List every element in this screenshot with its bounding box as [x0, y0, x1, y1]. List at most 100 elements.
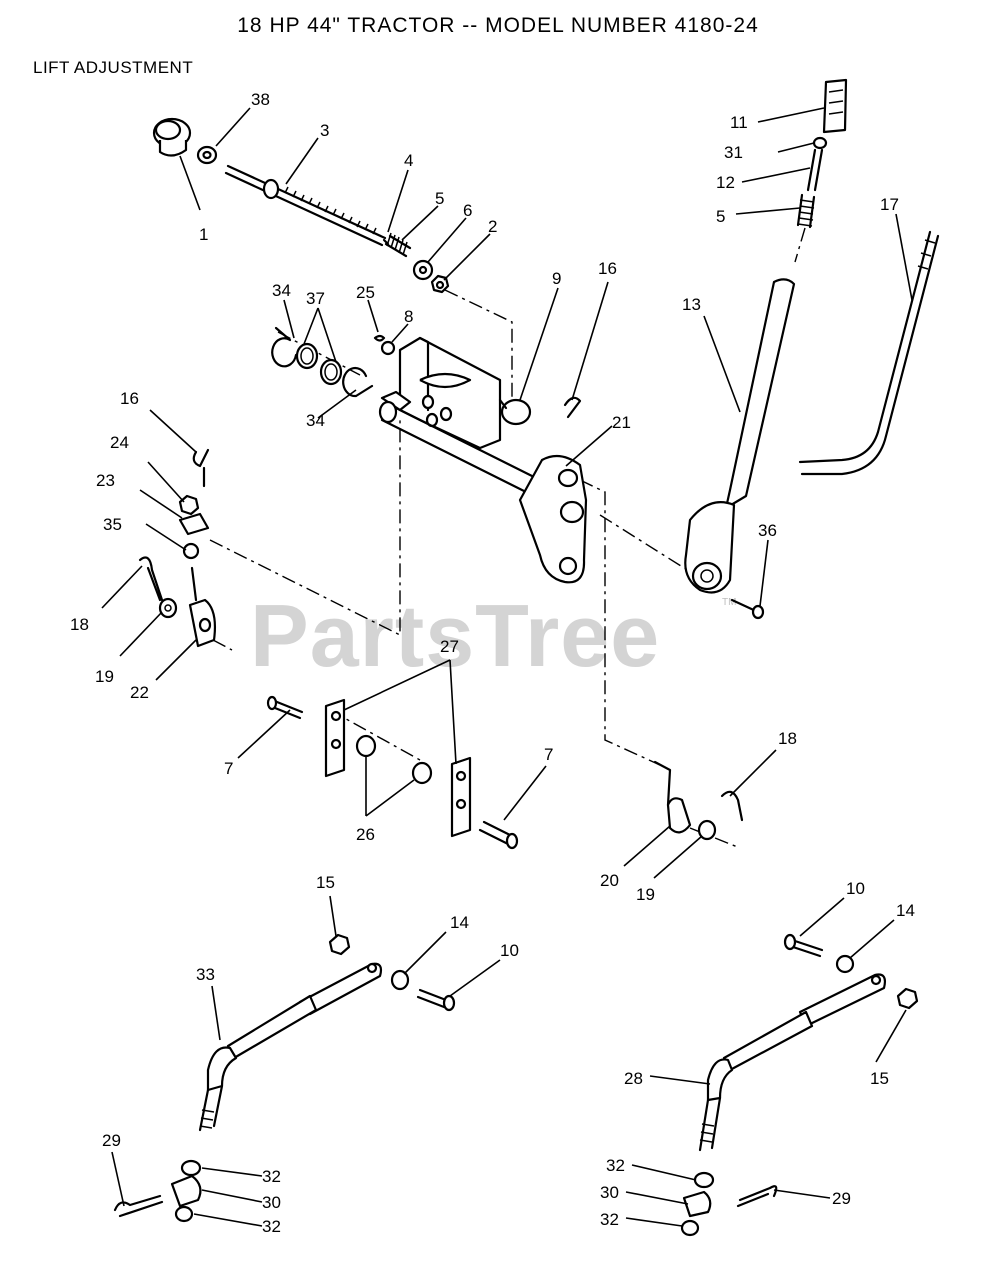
- callout-19-right: 19: [636, 885, 655, 904]
- callout-21: 21: [612, 413, 631, 432]
- callout-24: 24: [110, 433, 129, 452]
- callout-32-left-bottom: 32: [262, 1217, 281, 1236]
- callout-numbers: 38 3 1 4 5 6 2 11 31 12 5 17 34 37 25 8 …: [70, 90, 915, 1236]
- callout-31: 31: [724, 143, 743, 162]
- lift-rod-part-28: [698, 973, 887, 1152]
- callout-13: 13: [682, 295, 701, 314]
- ring-part-31: [812, 136, 828, 150]
- lift-rod-part-33: [198, 962, 383, 1132]
- callout-7-right: 7: [544, 745, 553, 764]
- callout-16-upper: 16: [598, 259, 617, 278]
- hairpin-part-18-right: [720, 790, 744, 822]
- callout-7-left: 7: [224, 759, 233, 778]
- callout-2: 2: [488, 217, 497, 236]
- callout-32-right-top: 32: [606, 1156, 625, 1175]
- nut-part-35: [182, 542, 200, 560]
- lift-handle-part-13: [684, 278, 796, 594]
- callout-4: 4: [404, 151, 413, 170]
- callout-26: 26: [356, 825, 375, 844]
- spring-part-5b: [796, 193, 816, 229]
- callout-17: 17: [880, 195, 899, 214]
- callout-27: 27: [440, 637, 459, 656]
- knob-part-1: [152, 117, 192, 157]
- callout-5-right: 5: [716, 207, 725, 226]
- callout-5-upper: 5: [435, 189, 444, 208]
- callout-36: 36: [758, 521, 777, 540]
- rod-part-17: [798, 230, 940, 476]
- callout-18-left: 18: [70, 615, 89, 634]
- diagram-title: 18 HP 44" TRACTOR -- MODEL NUMBER 4180-2…: [237, 14, 759, 37]
- callout-20: 20: [600, 871, 619, 890]
- callout-34-lower: 34: [306, 411, 325, 430]
- callout-11: 11: [730, 113, 748, 132]
- callout-15-right: 15: [870, 1069, 889, 1088]
- button-rod-part-12: [806, 148, 824, 192]
- collar-part-9: [498, 398, 532, 426]
- watermark-tm: TM: [722, 597, 737, 608]
- callout-10-right: 10: [846, 879, 865, 898]
- lift-arm-part-21: [518, 454, 588, 584]
- callout-29-left: 29: [102, 1131, 121, 1150]
- callout-23: 23: [96, 471, 115, 490]
- callout-25: 25: [356, 283, 375, 302]
- lift-shaft: [378, 400, 562, 507]
- nut-part-15-left: [328, 933, 351, 956]
- spacer-part-26: [355, 734, 433, 785]
- callout-38: 38: [251, 90, 270, 109]
- callout-19-left: 19: [95, 667, 114, 686]
- cotter-part-16-left: [192, 448, 210, 488]
- section-label: LIFT ADJUSTMENT: [33, 58, 194, 77]
- watermark: PartsTree: [250, 586, 661, 685]
- callout-30-right: 30: [600, 1183, 619, 1202]
- callout-18-right: 18: [778, 729, 797, 748]
- callout-37: 37: [306, 289, 325, 308]
- callout-28: 28: [624, 1069, 643, 1088]
- swivel-part-23: [178, 512, 210, 536]
- callout-1: 1: [199, 225, 208, 244]
- link-plates-part-27: [324, 698, 472, 838]
- callout-30-left: 30: [262, 1193, 281, 1212]
- nut-part-15-right: [896, 987, 919, 1010]
- trunnion-part-22: [188, 566, 217, 648]
- callout-10-left: 10: [500, 941, 519, 960]
- bolt-part-10-left: [416, 988, 456, 1012]
- callout-32-right-bottom: 32: [600, 1210, 619, 1229]
- callout-6: 6: [463, 201, 472, 220]
- handle-grip-part-11: [822, 78, 848, 134]
- callout-16-left: 16: [120, 389, 139, 408]
- callout-9: 9: [552, 269, 561, 288]
- bolt-part-10-right: [783, 933, 824, 958]
- bolt-part-7-left: [266, 695, 304, 720]
- hairpin-part-18-left: [138, 556, 164, 602]
- callout-22: 22: [130, 683, 149, 702]
- bolt-part-7-right: [478, 820, 519, 850]
- bolt-part-36: [730, 598, 765, 620]
- callout-14-left: 14: [450, 913, 469, 932]
- retaining-rings-34-37: [271, 326, 374, 398]
- callout-3: 3: [320, 121, 329, 140]
- adjustment-rod-part-3: [224, 164, 387, 247]
- washer-part-14-left: [390, 969, 410, 991]
- nut-part-24: [178, 494, 200, 516]
- washer-part-14-right: [835, 954, 855, 974]
- washer-part-6: [412, 259, 434, 281]
- washer-part-19-right: [697, 819, 717, 841]
- callout-34-upper: 34: [272, 281, 291, 300]
- callout-12: 12: [716, 173, 735, 192]
- washer-part-19-left: [158, 597, 178, 619]
- callout-32-left-top: 32: [262, 1167, 281, 1186]
- callout-35: 35: [103, 515, 122, 534]
- callout-14-right: 14: [896, 901, 915, 920]
- leader-lines: [101, 107, 913, 1227]
- nut-part-38: [196, 145, 218, 165]
- callout-8: 8: [404, 307, 413, 326]
- small-parts-25-8: [373, 334, 396, 356]
- callout-29-right: 29: [832, 1189, 851, 1208]
- callout-33: 33: [196, 965, 215, 984]
- lift-link-part-20: [653, 760, 692, 834]
- callout-15-left: 15: [316, 873, 335, 892]
- spring-part-5: [384, 232, 412, 258]
- cotter-part-16-upper: [563, 396, 582, 419]
